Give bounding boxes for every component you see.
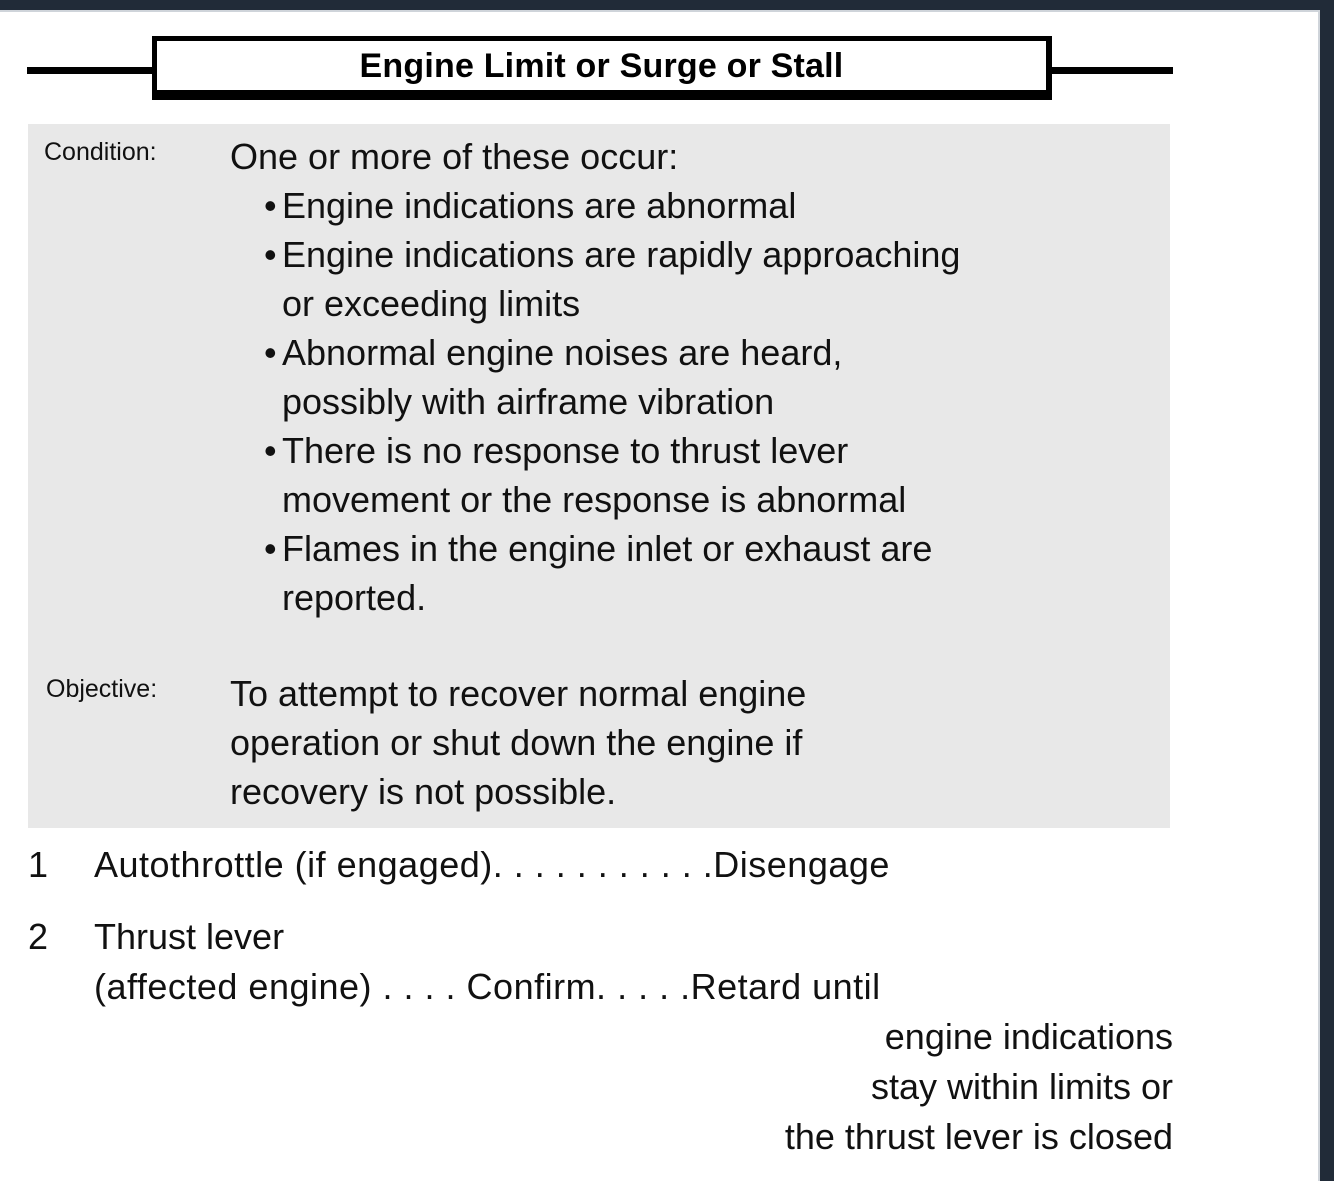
objective-line: operation or shut down the engine if (230, 722, 803, 763)
objective-body: To attempt to recover normal engine oper… (230, 669, 1160, 816)
objective-label: Objective: (46, 675, 158, 703)
title-banner: Engine Limit or Surge or Stall (0, 36, 1318, 108)
bullet-line: Flames in the engine inlet or exhaust ar… (282, 528, 933, 569)
step-line: stay within limits or (870, 1066, 1173, 1107)
bullet-line: There is no response to thrust lever (282, 430, 849, 471)
objective-line: To attempt to recover normal engine (230, 673, 807, 714)
window-chrome-top-bar (0, 0, 1334, 10)
list-item: Engine indications are abnormal (230, 181, 1170, 230)
title-rule-left (27, 67, 154, 74)
bullet-line: reported. (282, 577, 427, 618)
list-item: Engine indications are rapidly approachi… (230, 230, 1170, 328)
step-line: Autothrottle (if engaged). . . . . . . .… (94, 844, 890, 885)
step-line: engine indications (884, 1016, 1173, 1057)
window-chrome-right-bar (1320, 0, 1334, 1181)
condition-bullet-list: Engine indications are abnormal Engine i… (230, 181, 1170, 622)
procedure-step-list: 1 Autothrottle (if engaged). . . . . . .… (28, 840, 1173, 1181)
step-line: Thrust lever (94, 916, 285, 957)
step-body: Autothrottle (if engaged). . . . . . . .… (94, 840, 1173, 890)
list-item: Abnormal engine noises are heard, possib… (230, 328, 1170, 426)
procedure-step: 2 Thrust lever (affected engine) . . . .… (28, 912, 1173, 1162)
condition-label: Condition: (44, 138, 157, 166)
procedure-step: 1 Autothrottle (if engaged). . . . . . .… (28, 840, 1173, 890)
title-box: Engine Limit or Surge or Stall (152, 36, 1052, 100)
step-line: (affected engine) . . . . Confirm. . . .… (94, 966, 881, 1007)
condition-objective-panel: Condition: One or more of these occur: E… (28, 124, 1170, 828)
step-body: Thrust lever (affected engine) . . . . C… (94, 912, 1173, 1162)
bullet-line: or exceeding limits (282, 283, 581, 324)
bullet-line: possibly with airframe vibration (282, 381, 775, 422)
window-chrome-top-hairline (0, 10, 1334, 12)
page-title: Engine Limit or Surge or Stall (359, 46, 844, 85)
bullet-line: Engine indications are abnormal (282, 185, 797, 226)
step-line: the thrust lever is closed (784, 1116, 1173, 1157)
condition-lead-line: One or more of these occur: (230, 136, 679, 177)
window-chrome-right-hairline (1318, 10, 1320, 1181)
condition-body: One or more of these occur: Engine indic… (230, 132, 1170, 622)
objective-line: recovery is not possible. (230, 771, 617, 812)
bullet-line: Abnormal engine noises are heard, (282, 332, 843, 373)
step-number: 2 (28, 916, 49, 957)
list-item: There is no response to thrust lever mov… (230, 426, 1170, 524)
list-item: Flames in the engine inlet or exhaust ar… (230, 524, 1170, 622)
step-number: 1 (28, 844, 49, 885)
bullet-line: movement or the response is abnormal (282, 479, 907, 520)
bullet-line: Engine indications are rapidly approachi… (282, 234, 961, 275)
title-rule-right (1046, 67, 1173, 74)
